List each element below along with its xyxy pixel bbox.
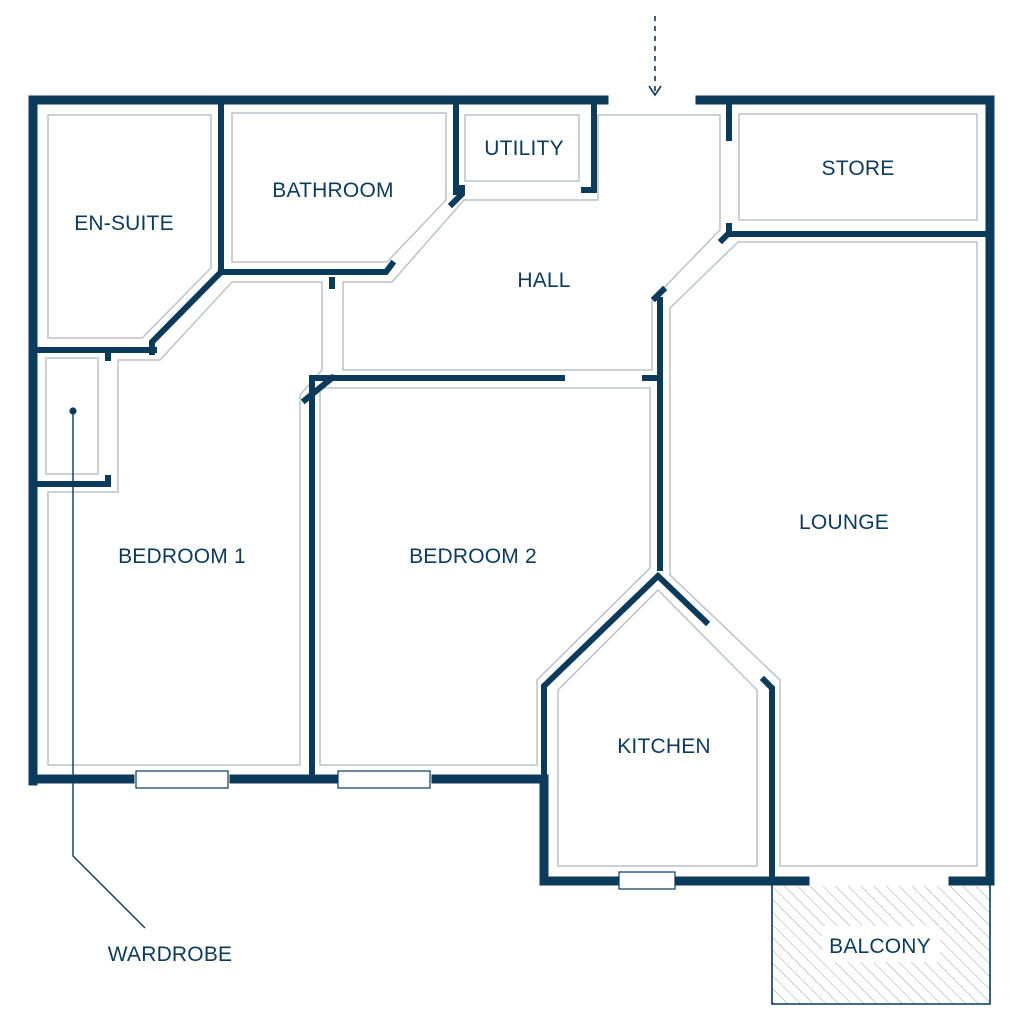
walls (28, 95, 995, 886)
room-label-en-suite: EN-SUITE (74, 212, 174, 235)
room-label-hall: HALL (517, 269, 570, 292)
window-kitchen (618, 871, 676, 890)
wardrobe-leader (69, 407, 146, 929)
room-label-lounge: LOUNGE (799, 511, 889, 534)
windows (135, 770, 676, 890)
window-bedroom-2 (337, 770, 431, 789)
room-labels: EN-SUITE BATHROOM UTILITY STORE HALL BED… (74, 137, 931, 966)
room-label-utility: UTILITY (484, 137, 564, 160)
room-outlines (45, 112, 978, 867)
entrance-arrow-icon (648, 16, 662, 97)
room-label-bathroom: BATHROOM (272, 179, 393, 202)
room-label-store: STORE (822, 157, 895, 180)
room-label-kitchen: KITCHEN (617, 735, 711, 758)
room-label-balcony: BALCONY (829, 935, 931, 958)
room-label-bedroom-2: BEDROOM 2 (409, 545, 537, 568)
room-label-bedroom-1: BEDROOM 1 (118, 545, 246, 568)
balcony (771, 884, 991, 1005)
window-bedroom-1 (135, 770, 229, 789)
callout-label-wardrobe: WARDROBE (108, 943, 233, 966)
